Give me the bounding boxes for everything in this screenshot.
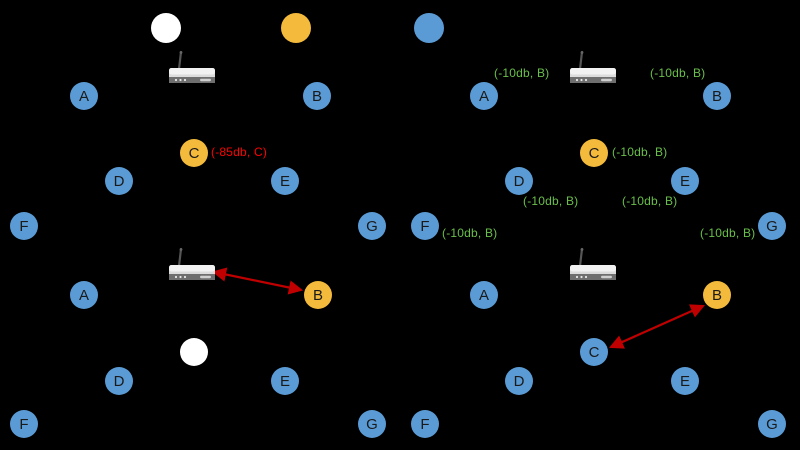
router-svg bbox=[570, 247, 616, 280]
node-F-scenario-top-left: F bbox=[10, 212, 38, 240]
node-F-scenario-top-right: F bbox=[411, 212, 439, 240]
node-C-scenario-bottom-left bbox=[180, 338, 208, 366]
node-D-scenario-bottom-right: D bbox=[505, 367, 533, 395]
node-B-scenario-bottom-left: B bbox=[304, 281, 332, 309]
node-label: F bbox=[19, 217, 29, 235]
router-svg bbox=[169, 50, 215, 83]
signal-annotation: (-10db, B) bbox=[612, 145, 668, 159]
node-label: F bbox=[420, 217, 430, 235]
node-label: B bbox=[711, 87, 722, 105]
node-label: B bbox=[311, 87, 322, 105]
router-svg bbox=[570, 50, 616, 83]
legend-dot-blue bbox=[414, 13, 444, 43]
node-label: G bbox=[366, 217, 378, 235]
node-E-scenario-top-left: E bbox=[271, 167, 299, 195]
node-label: E bbox=[679, 372, 690, 390]
node-D-scenario-bottom-left: D bbox=[105, 367, 133, 395]
node-label: C bbox=[188, 144, 200, 162]
legend-dot-white bbox=[151, 13, 181, 43]
node-F-scenario-bottom-left: F bbox=[10, 410, 38, 438]
node-label: A bbox=[78, 286, 89, 304]
node-D-scenario-top-left: D bbox=[105, 167, 133, 195]
wifi-router-icon bbox=[164, 247, 220, 291]
signal-annotation: (-85db, C) bbox=[211, 145, 268, 159]
node-C-scenario-top-left: C bbox=[180, 139, 208, 167]
node-E-scenario-bottom-right: E bbox=[671, 367, 699, 395]
node-label: A bbox=[478, 286, 489, 304]
node-B-scenario-bottom-right: B bbox=[703, 281, 731, 309]
node-G-scenario-top-right: G bbox=[758, 212, 786, 240]
node-label: G bbox=[766, 415, 778, 433]
node-label: D bbox=[513, 172, 525, 190]
router-svg bbox=[169, 247, 215, 280]
node-label: E bbox=[679, 172, 690, 190]
node-G-scenario-bottom-left: G bbox=[358, 410, 386, 438]
node-label: B bbox=[711, 286, 722, 304]
wifi-router-icon bbox=[565, 50, 621, 94]
signal-annotation: (-10db, B) bbox=[442, 226, 498, 240]
node-label: A bbox=[478, 87, 489, 105]
node-D-scenario-top-right: D bbox=[505, 167, 533, 195]
node-label: F bbox=[19, 415, 29, 433]
node-A-scenario-bottom-right: A bbox=[470, 281, 498, 309]
node-C-scenario-bottom-right: C bbox=[580, 338, 608, 366]
node-A-scenario-top-right: A bbox=[470, 82, 498, 110]
node-label: D bbox=[513, 372, 525, 390]
node-F-scenario-bottom-right: F bbox=[411, 410, 439, 438]
node-label: C bbox=[588, 144, 600, 162]
node-G-scenario-top-left: G bbox=[358, 212, 386, 240]
signal-annotation: (-10db, B) bbox=[700, 226, 756, 240]
wifi-router-icon bbox=[565, 247, 621, 291]
node-label: E bbox=[279, 372, 290, 390]
node-B-scenario-top-left: B bbox=[303, 82, 331, 110]
node-label: F bbox=[420, 415, 430, 433]
node-label: E bbox=[279, 172, 290, 190]
node-C-scenario-top-right: C bbox=[580, 139, 608, 167]
wifi-router-icon bbox=[164, 50, 220, 94]
node-B-scenario-top-right: B bbox=[703, 82, 731, 110]
signal-arrow bbox=[609, 304, 705, 349]
legend-dot-yellow bbox=[281, 13, 311, 43]
node-label: D bbox=[113, 372, 125, 390]
signal-arrow bbox=[211, 267, 304, 295]
signal-annotation: (-10db, B) bbox=[494, 66, 550, 80]
node-label: B bbox=[312, 286, 323, 304]
node-label: G bbox=[366, 415, 378, 433]
node-A-scenario-bottom-left: A bbox=[70, 281, 98, 309]
node-E-scenario-top-right: E bbox=[671, 167, 699, 195]
signal-annotation: (-10db, B) bbox=[622, 194, 678, 208]
node-E-scenario-bottom-left: E bbox=[271, 367, 299, 395]
node-label: C bbox=[588, 343, 600, 361]
node-label: G bbox=[766, 217, 778, 235]
signal-annotation: (-10db, B) bbox=[523, 194, 579, 208]
node-G-scenario-bottom-right: G bbox=[758, 410, 786, 438]
node-A-scenario-top-left: A bbox=[70, 82, 98, 110]
node-label: A bbox=[78, 87, 89, 105]
node-label: D bbox=[113, 172, 125, 190]
signal-annotation: (-10db, B) bbox=[650, 66, 706, 80]
